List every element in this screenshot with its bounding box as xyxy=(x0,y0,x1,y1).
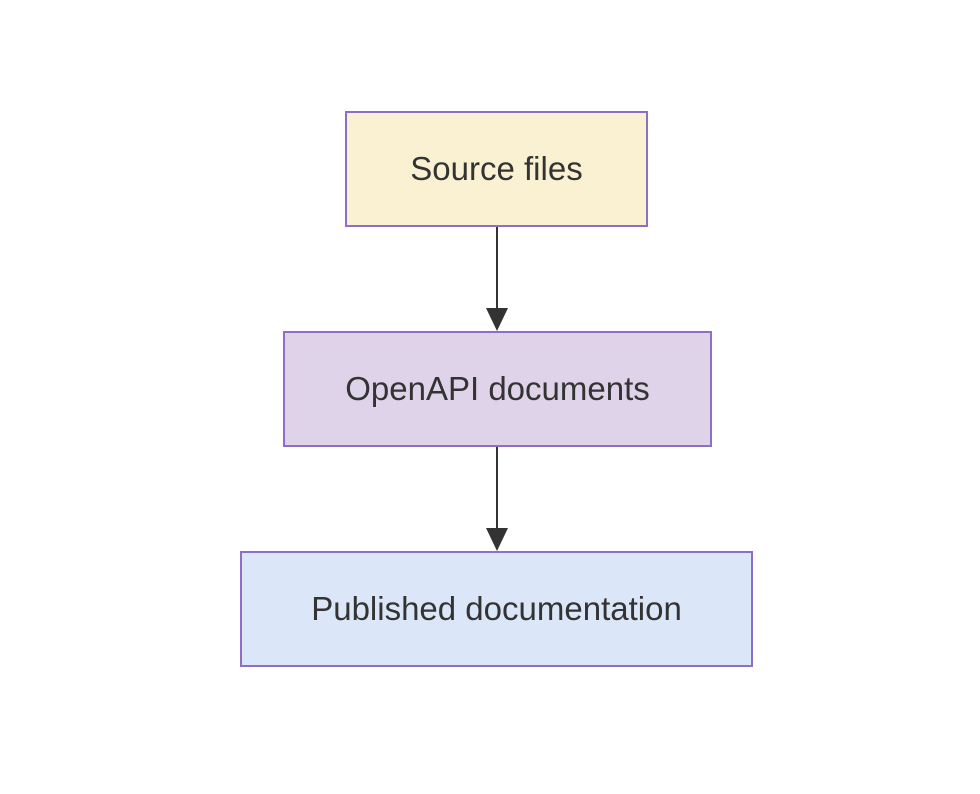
arrow-line xyxy=(496,227,498,310)
node-label-published-documentation: Published documentation xyxy=(311,590,682,628)
arrow-head-icon xyxy=(486,528,508,551)
node-label-source-files: Source files xyxy=(410,150,583,188)
edge-openapi-to-published xyxy=(485,447,509,551)
flowchart-node-published-documentation: Published documentation xyxy=(240,551,753,667)
flowchart-node-source-files: Source files xyxy=(345,111,648,227)
arrow-head-icon xyxy=(486,308,508,331)
node-label-openapi-documents: OpenAPI documents xyxy=(345,370,650,408)
edge-source-to-openapi xyxy=(485,227,509,331)
flowchart-node-openapi-documents: OpenAPI documents xyxy=(283,331,712,447)
arrow-line xyxy=(496,447,498,530)
